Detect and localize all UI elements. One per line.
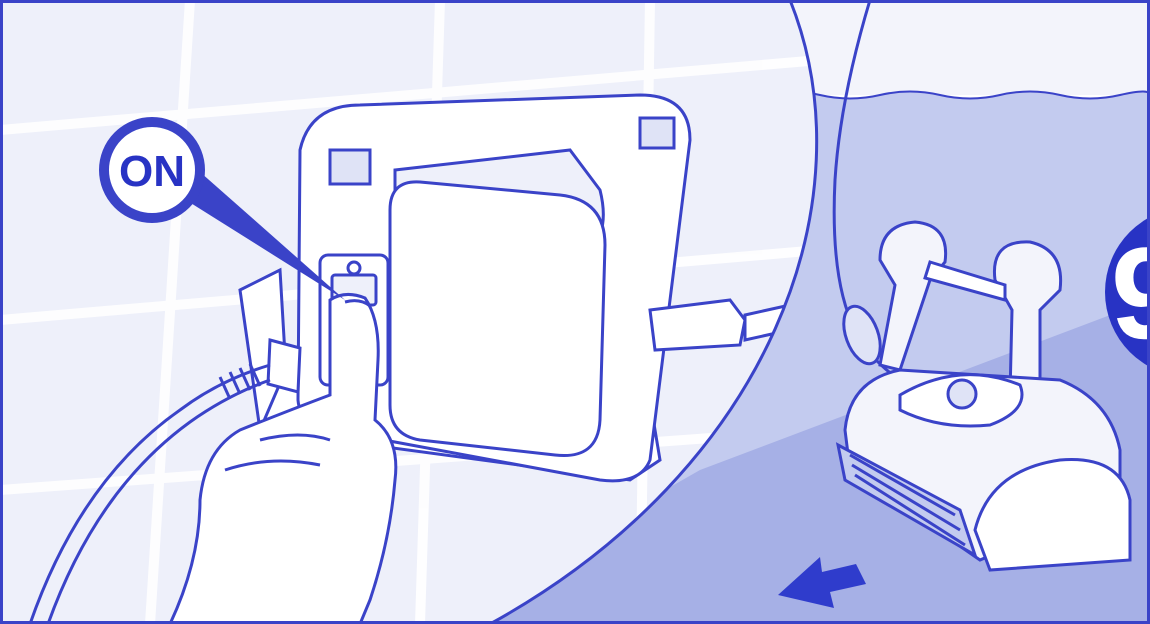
cable-float [842,304,882,366]
pool-wall [760,0,1150,95]
hand-pressing-switch [167,293,398,624]
magnified-circle-outline [489,0,819,624]
waterline [759,90,1150,100]
power-switch-callout: ON [99,117,345,300]
direction-arrow [778,557,866,608]
robot-brush [835,442,978,559]
power-supply-unit [238,93,792,483]
callout-label: ON [119,147,185,196]
power-cable [28,363,271,624]
front-panel [388,180,607,458]
pool-robot-cleaner [835,220,1132,572]
step-badge: 9 [1105,217,1150,367]
step-number: 9 [1111,220,1150,366]
